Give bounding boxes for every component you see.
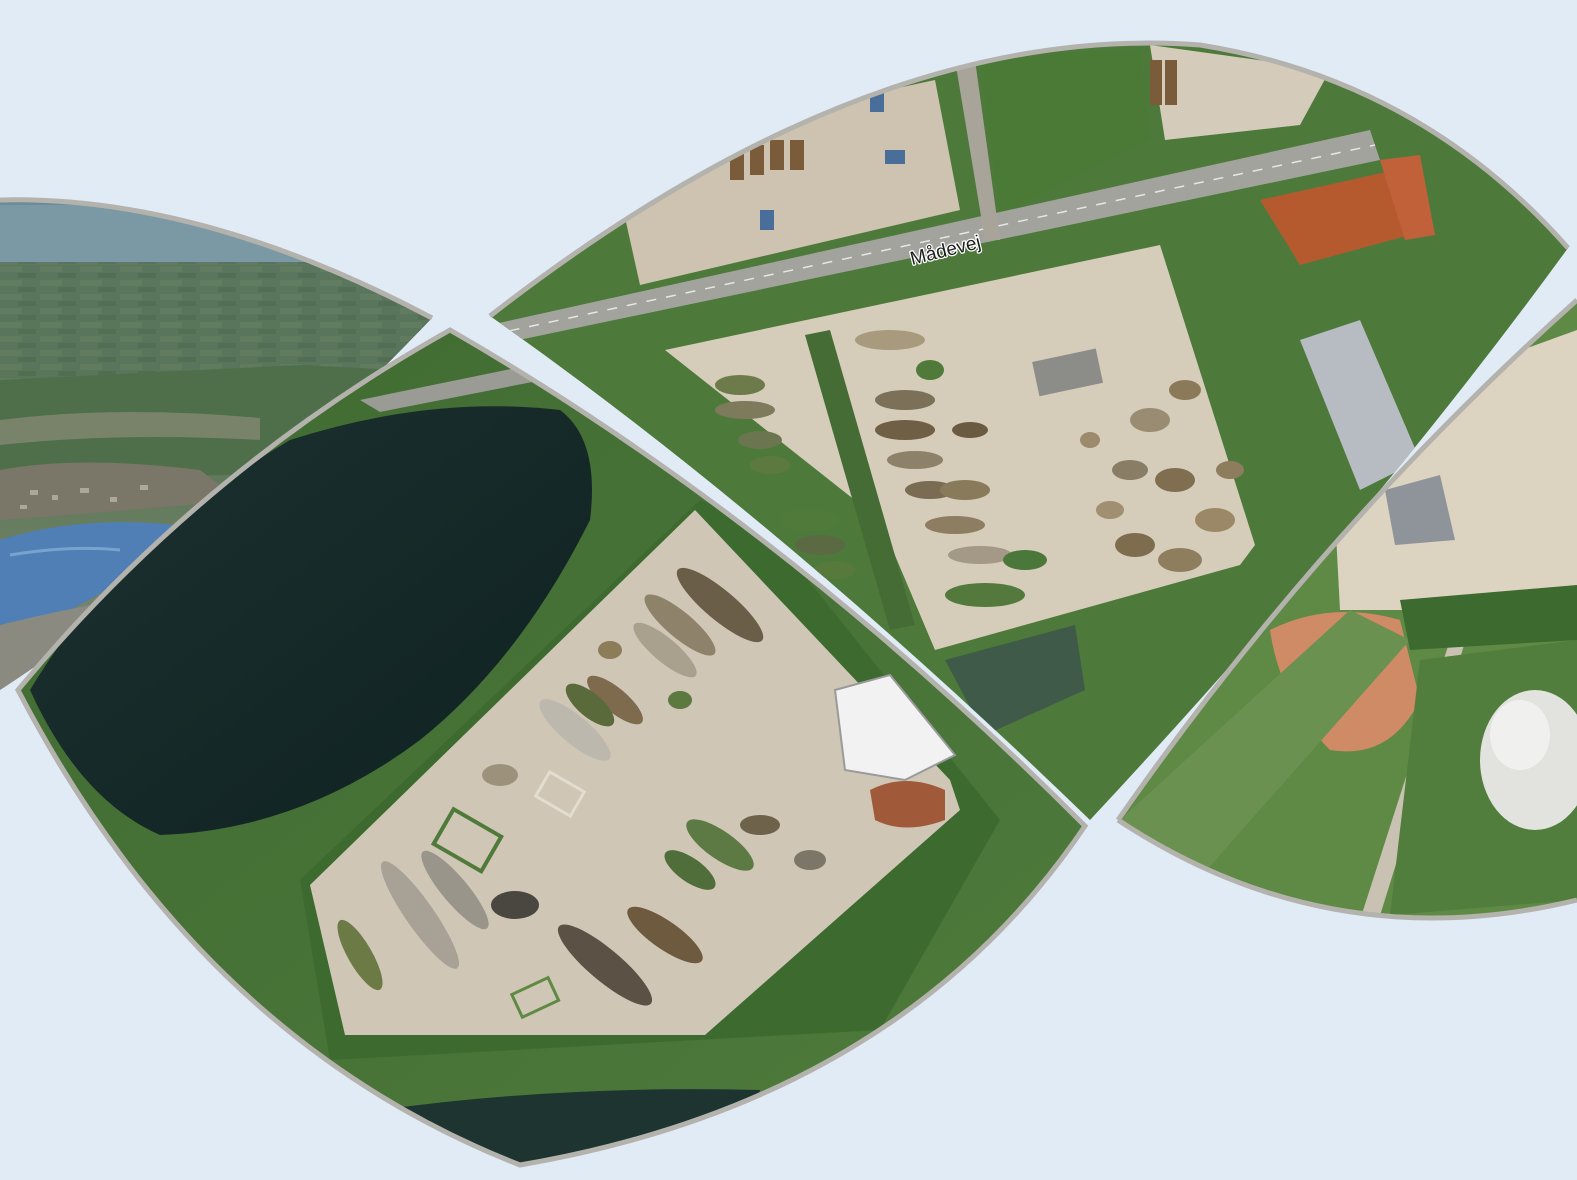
aerial-site-photo-center: Mådevej <box>490 43 1568 820</box>
panel-frame-right-bottom <box>1116 817 1577 921</box>
panel-frame-line <box>0 197 434 321</box>
panel-frame-left <box>15 327 1089 1168</box>
white-roof-building <box>833 673 957 782</box>
panel-frame-center <box>488 40 1570 318</box>
stockpiles-left <box>337 567 826 1020</box>
stockpiles-center <box>715 330 1244 607</box>
red-roof-building <box>1260 170 1410 265</box>
warehouse-building <box>1300 320 1420 490</box>
lake <box>30 406 592 835</box>
site-office-building <box>1032 348 1104 397</box>
road-madevej <box>490 130 1380 345</box>
panel-frame-right-top <box>1115 298 1577 822</box>
